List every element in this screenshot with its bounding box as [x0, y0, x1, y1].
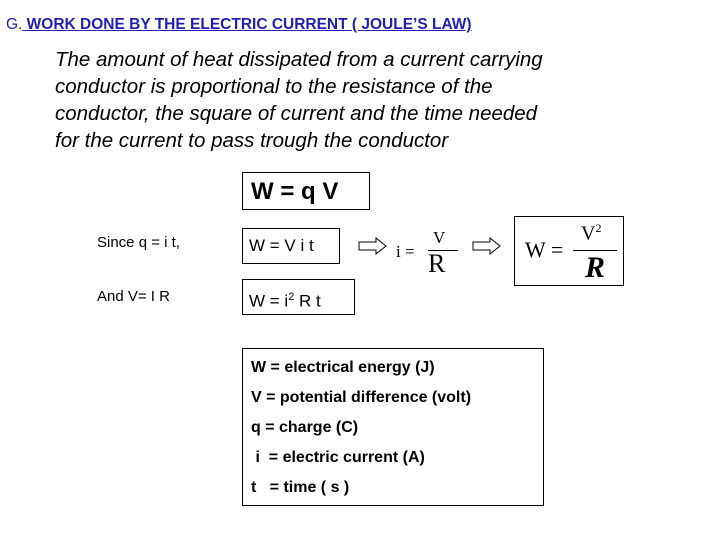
main-equation: W = q V — [242, 172, 370, 210]
fraction-bar — [428, 250, 458, 251]
definitions-box: W = electrical energy (J) V = potential … — [242, 348, 544, 506]
since-label: Since q = i t, — [97, 234, 180, 251]
power-formula-box: W = V2 R — [514, 216, 624, 286]
definition-row: W = electrical energy (J) — [251, 359, 435, 376]
implies-arrow-icon — [358, 236, 387, 256]
paragraph-line: for the current to pass trough the condu… — [55, 129, 449, 152]
current-formula-numerator: V — [433, 228, 446, 247]
paragraph-line: conductor, the square of current and the… — [55, 102, 538, 125]
power-formula-numerator: V2 — [581, 221, 602, 245]
definition-paragraph: The amount of heat dissipated from a cur… — [55, 46, 655, 154]
section-letter: G. — [6, 16, 23, 33]
definition-row: t = time ( s ) — [251, 479, 350, 496]
current-formula-lhs: i = — [396, 242, 415, 261]
implies-arrow-icon — [472, 236, 501, 256]
power-formula-lhs: W = — [525, 237, 564, 262]
section-title: G. WORK DONE BY THE ELECTRIC CURRENT ( J… — [6, 16, 472, 34]
paragraph-line: conductor is proportional to the resista… — [55, 75, 493, 98]
equation-i2rt: W = i2 R t — [242, 279, 355, 315]
paragraph-line: The amount of heat dissipated from a cur… — [55, 48, 543, 71]
definition-row: V = potential difference (volt) — [251, 389, 472, 406]
equation-vit: W = V i t — [242, 228, 340, 264]
power-formula-denominator: R — [585, 251, 606, 284]
definition-row: i = electric current (A) — [251, 449, 425, 466]
current-formula-denominator: R — [428, 249, 446, 278]
and-label: And V= I R — [97, 288, 170, 305]
definition-row: q = charge (C) — [251, 419, 359, 436]
fraction-bar — [573, 250, 617, 251]
section-heading: WORK DONE BY THE ELECTRIC CURRENT ( JOUL… — [22, 16, 472, 33]
